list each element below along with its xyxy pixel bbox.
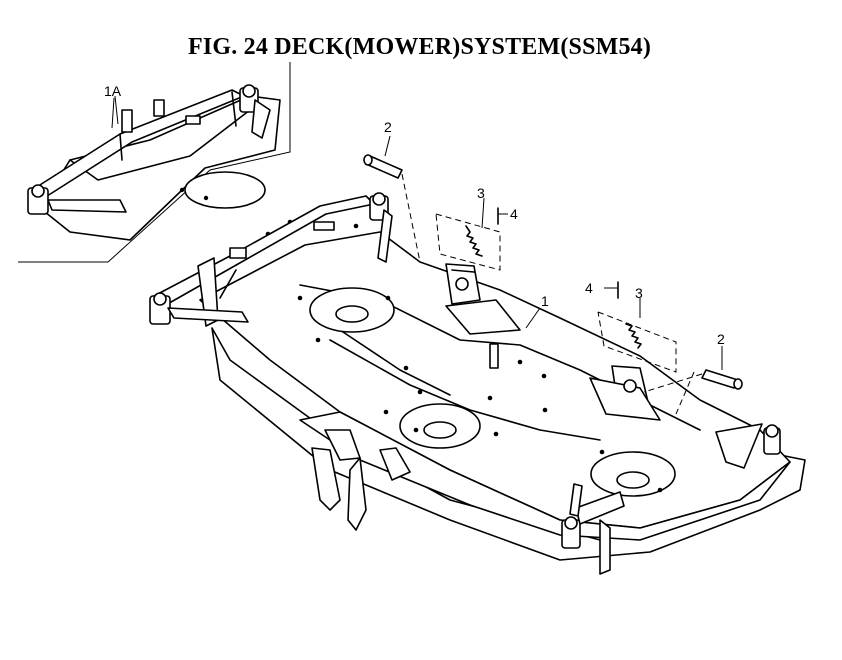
callout-inset-1a: 1A <box>104 83 122 99</box>
figure-title: FIG. 24 DECK(MOWER)SYSTEM(SSM54) <box>188 34 652 60</box>
clip-part-4-mid <box>604 281 619 299</box>
spring-part-3-top <box>435 197 501 271</box>
front-pivot <box>561 483 625 575</box>
pin-part-2-right <box>643 346 743 415</box>
callout-part-4-top: 4 <box>510 206 518 222</box>
spring-part-3-mid <box>597 298 677 373</box>
callout-part-4-mid: 4 <box>585 280 593 296</box>
rear-gusset <box>715 423 781 469</box>
mower-deck <box>199 219 806 561</box>
clip-part-4-top <box>497 207 508 225</box>
lift-bar <box>149 192 393 327</box>
callout-part-2-right: 2 <box>717 331 725 347</box>
callout-part-1: 1 <box>541 293 549 309</box>
callout-part-3-mid: 3 <box>635 285 643 301</box>
leader-inset-1a <box>111 97 115 129</box>
inset-detail <box>18 62 291 263</box>
leader-part-1 <box>525 307 541 329</box>
hanger-bracket-right <box>589 365 661 421</box>
pin-part-2-top <box>363 135 421 263</box>
callout-part-2-top: 2 <box>384 119 392 135</box>
callout-part-3-top: 3 <box>477 185 485 201</box>
hanger-bracket-left <box>445 263 521 335</box>
